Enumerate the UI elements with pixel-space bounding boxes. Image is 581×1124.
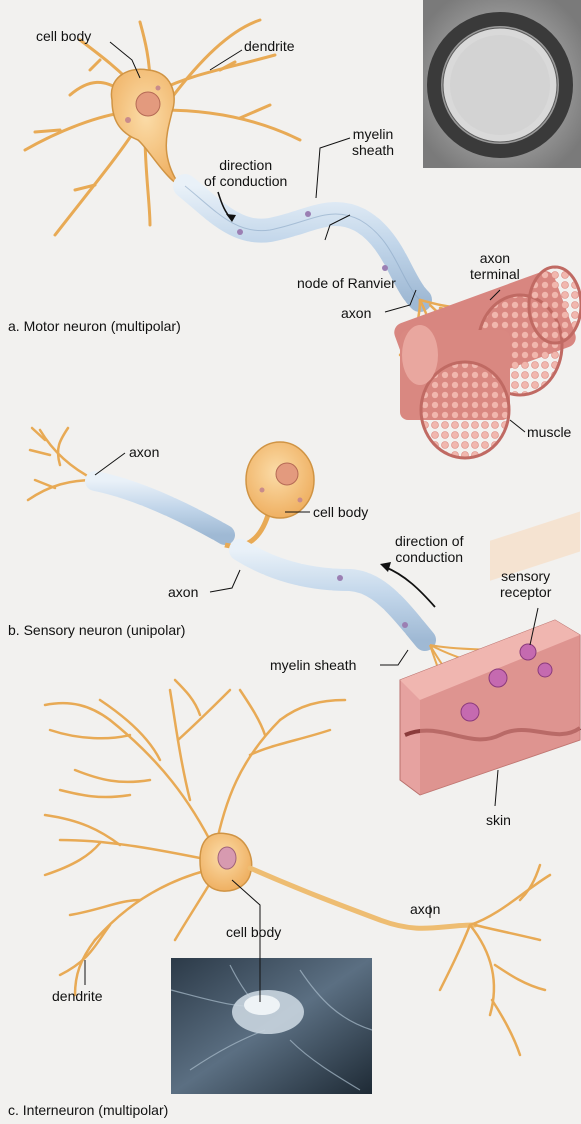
caption-interneuron: c. Interneuron (multipolar) — [8, 1102, 168, 1118]
label-dendrite-inter: dendrite — [52, 988, 103, 1004]
label-axon-motor: axon — [341, 305, 371, 321]
inter-axon-terminals — [440, 865, 550, 1055]
label-cell-body-motor: cell body — [36, 28, 91, 44]
motor-cell-body — [111, 69, 188, 188]
label-direction-motor: direction of conduction — [204, 157, 287, 189]
myelin-micrograph — [423, 0, 581, 168]
sensory-peripheral-axon — [95, 481, 225, 535]
label-cell-body-sensory: cell body — [313, 504, 368, 520]
label-skin: skin — [486, 812, 511, 828]
label-cell-body-inter: cell body — [226, 924, 281, 940]
inter-dendrites — [45, 680, 345, 995]
sensory-axon-branches — [28, 428, 95, 500]
sensory-neuron — [28, 428, 580, 806]
label-dendrite-motor: dendrite — [244, 38, 295, 54]
motor-nucleus — [136, 92, 160, 116]
label-node-of-ranvier: node of Ranvier — [297, 275, 396, 291]
motor-neuron — [25, 0, 581, 458]
label-muscle: muscle — [527, 424, 571, 440]
label-axon-sensory: axon — [168, 584, 198, 600]
caption-motor-neuron: a. Motor neuron (multipolar) — [8, 318, 181, 334]
label-direction-sensory: direction of conduction — [395, 533, 463, 565]
label-axon-top-sensory: axon — [129, 444, 159, 460]
label-sensory-receptor: sensory receptor — [500, 568, 551, 600]
label-axon-inter: axon — [410, 901, 440, 917]
label-axon-terminal: axon terminal — [470, 250, 520, 282]
label-myelin-sheath-motor: myelin sheath — [352, 126, 394, 158]
inter-axon — [250, 868, 475, 928]
caption-sensory-neuron: b. Sensory neuron (unipolar) — [8, 622, 185, 638]
label-myelin-sheath-sensory: myelin sheath — [270, 657, 356, 673]
interneuron-micrograph — [171, 958, 372, 1094]
